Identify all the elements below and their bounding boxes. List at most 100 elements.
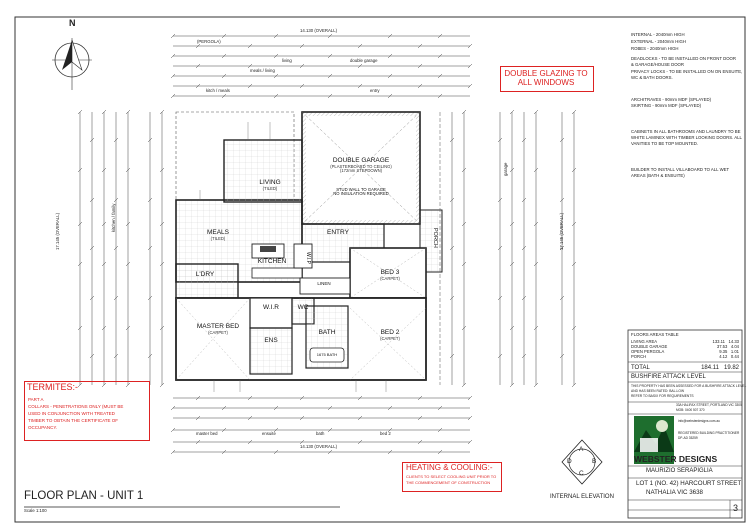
linen-label: LINEN — [317, 281, 331, 286]
linen-cupboard — [299, 277, 351, 295]
dimension-tick — [101, 221, 107, 227]
dimension-tick — [461, 261, 467, 267]
dim-master-bed: master bed — [196, 431, 218, 436]
dimension-tick — [533, 261, 539, 267]
garage-label: DOUBLE GARAGE (PLASTERBOARD TO CEILING) … — [330, 157, 392, 174]
dimension-tick — [170, 405, 176, 411]
dimension-tick — [125, 382, 131, 388]
dimension-tick — [449, 197, 455, 203]
dimension-tick — [195, 415, 201, 421]
dimension-tick — [461, 325, 467, 331]
dimension-tick — [571, 325, 577, 331]
bushfire-line3: REFER TO BASIX FOR REQUIREMENTS — [631, 394, 694, 398]
dimension-tick — [437, 427, 443, 433]
note-cabinets-3: VANITIES TO BE TOP MOUNTED. — [631, 141, 699, 146]
internal-elevation-symbol — [561, 439, 603, 485]
heating-title: HEATING & COOLING:- — [406, 463, 493, 472]
note-skirting: SKIRTING - 90mm MDF (SPLAYED) — [631, 103, 702, 108]
bath-label: BATH — [318, 329, 336, 336]
dimension-tick — [437, 73, 443, 79]
address-line1: LOT 1 (NO. 42) HARCOURT STREET — [636, 480, 742, 487]
window-leaders — [199, 122, 387, 392]
dim-right-overall: 17.145 (OVERALL) — [559, 212, 564, 250]
dim-kitch-meals: kitch / meals — [206, 88, 230, 93]
dimension-tick — [273, 405, 279, 411]
dimension-tick — [147, 245, 153, 251]
dimension-tick — [533, 221, 539, 227]
dimension-tick — [357, 43, 363, 49]
dimension-tick — [467, 395, 473, 401]
wir-room — [249, 297, 293, 329]
laundry-room — [175, 263, 239, 299]
sheet-number: 3 — [733, 503, 739, 513]
dimension-tick — [387, 93, 393, 99]
entry-label: ENTRY — [327, 229, 349, 236]
dimension-tick — [571, 109, 577, 115]
dimension-tick — [159, 261, 165, 267]
dim-double-garage: double garage — [350, 58, 378, 63]
dimension-tick — [327, 73, 333, 79]
dimension-tick — [417, 395, 423, 401]
dimension-tick — [273, 73, 279, 79]
note-deadlocks-2: & GARAGE/HOUSE DOOR — [631, 62, 685, 67]
dimension-tick — [387, 53, 393, 59]
dimension-tick — [247, 43, 253, 49]
dimension-tick — [89, 295, 95, 301]
dimension-tick — [387, 33, 393, 39]
dimension-tick — [147, 295, 153, 301]
ensuite-room — [249, 327, 293, 375]
dimension-tick — [195, 43, 201, 49]
dimension-tick — [387, 405, 393, 411]
porch-label: PORCH — [432, 228, 438, 248]
dimension-tick — [221, 33, 227, 39]
note-builder-1: BUILDER TO INSTALL VILLABOARD TO ALL WET — [631, 167, 730, 172]
dimension-tick — [247, 63, 253, 69]
dimension-tick — [559, 295, 565, 301]
dimension-tick — [299, 43, 305, 49]
dimension-tick — [170, 93, 176, 99]
dimension-tick — [571, 382, 577, 388]
dimension-tick — [327, 93, 333, 99]
dimension-tick — [221, 405, 227, 411]
north-arrow-icon — [52, 38, 92, 90]
dimension-tick — [159, 221, 165, 227]
living-area — [223, 139, 303, 203]
dimension-tick — [521, 197, 527, 203]
dimension-tick — [327, 33, 333, 39]
bathtub — [309, 347, 345, 363]
note-robes: ROBES - 2040mm HIGH — [631, 46, 679, 51]
lory-label: L'DRY — [195, 271, 215, 278]
title-block — [627, 329, 743, 519]
dim-bath: bath — [316, 431, 325, 436]
client-name: MAURIZIO SERAPIGLIA — [646, 468, 713, 474]
dimension-tick — [509, 167, 515, 173]
dimension-tick — [101, 261, 107, 267]
dimension-tick — [159, 109, 165, 115]
dimension-tick — [113, 197, 119, 203]
dimension-tick — [357, 63, 363, 69]
dimension-tick — [299, 395, 305, 401]
elevation-d: D — [567, 458, 572, 465]
dimension-tick — [273, 53, 279, 59]
dim-pergola: (PERGOLA) — [197, 39, 221, 44]
bath-fitting-label: 1675 BATH — [316, 352, 338, 357]
dimension-tick — [125, 167, 131, 173]
dimension-tick — [125, 325, 131, 331]
dimension-tick — [533, 167, 539, 173]
dimension-tick — [533, 325, 539, 331]
dimension-tick — [449, 137, 455, 143]
dimension-tick — [461, 382, 467, 388]
dimension-tick — [357, 439, 363, 445]
note-cabinets-2: WHITE LAMINEX WITH TIMBER LOOKING DOORS.… — [631, 135, 742, 140]
elevation-c: C — [579, 470, 584, 477]
dimension-tick — [113, 137, 119, 143]
dimension-tick — [449, 353, 455, 359]
dim-entry: entry — [370, 88, 380, 93]
elevation-a: A — [579, 446, 584, 453]
dim-meals-living: meals / living — [250, 68, 275, 73]
double-glazing-box — [500, 66, 594, 92]
dimension-tick — [417, 83, 423, 89]
dimension-tick — [417, 63, 423, 69]
